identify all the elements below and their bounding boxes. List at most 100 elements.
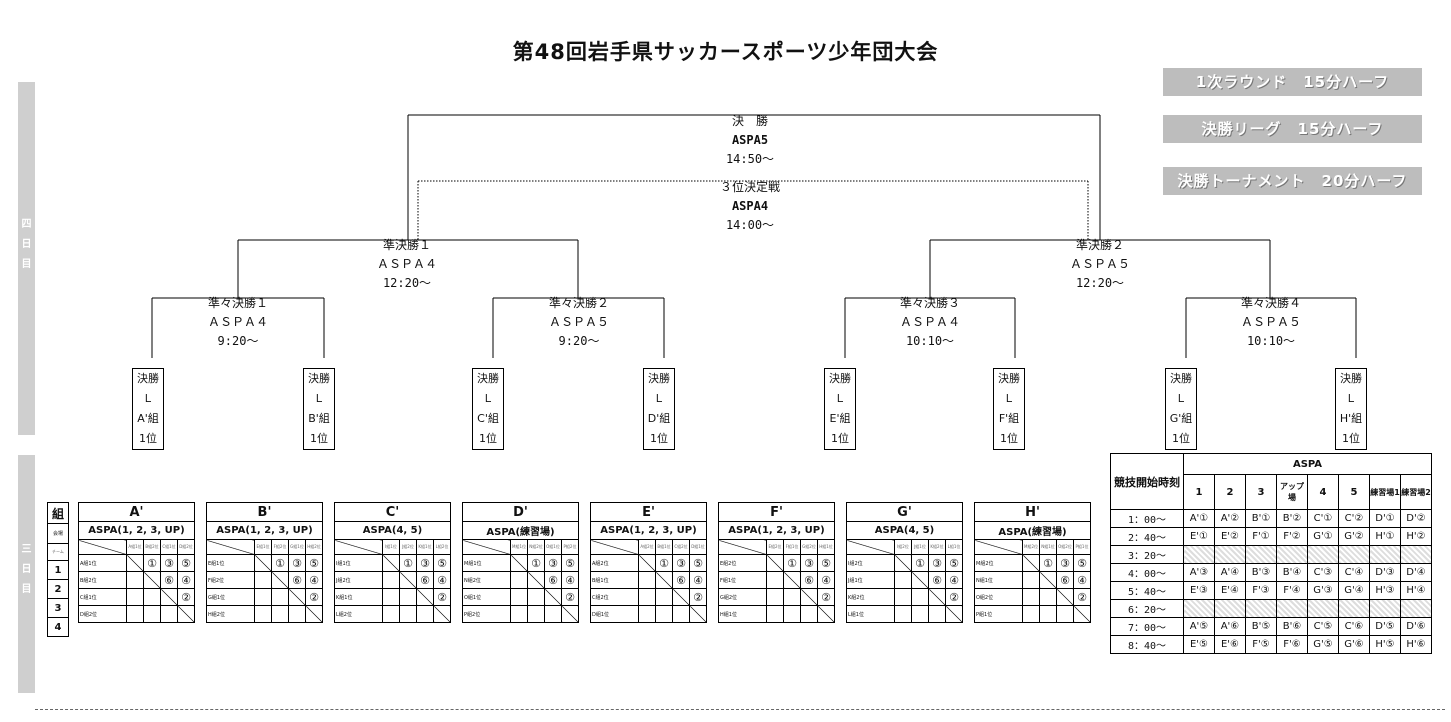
match-mark: ③ — [288, 554, 306, 572]
empty-cell — [399, 588, 417, 606]
header-team: D組2位 — [177, 539, 195, 555]
schedule-cell: F'① — [1245, 527, 1277, 546]
empty-cell — [271, 588, 289, 606]
match-mark: ⑤ — [433, 554, 451, 572]
schedule-col-header: アップ場 — [1276, 474, 1308, 510]
header-team: P組2位 — [561, 539, 579, 555]
qf-venue: ＡＳＰＡ５ — [548, 315, 609, 329]
header-team: L組1位 — [945, 539, 963, 555]
match-mark: ② — [561, 588, 579, 606]
schedule-cell: G'③ — [1307, 581, 1339, 600]
team-name: E組2位 — [718, 554, 767, 572]
diagonal-cell — [1073, 605, 1091, 623]
match-mark: ⑤ — [817, 554, 835, 572]
schedule-cell: C'⑥ — [1338, 617, 1370, 636]
label-venue: 会場 — [47, 523, 69, 544]
team-name: C組1位 — [78, 588, 127, 606]
schedule-time: 7：00～ — [1110, 617, 1184, 636]
match-mark: ④ — [305, 571, 323, 589]
schedule-cell: B'⑥ — [1276, 617, 1308, 636]
schedule-cell: B'① — [1245, 509, 1277, 528]
qf-time: 10:10～ — [905, 334, 955, 348]
schedule-cell: H'⑤ — [1369, 635, 1401, 654]
semi-name: 準決勝１ — [382, 238, 431, 252]
label-team: チーム — [47, 543, 69, 561]
diagonal-cell — [638, 554, 656, 572]
empty-cell — [1056, 605, 1074, 623]
diagonal-cell — [527, 571, 545, 589]
group-venue: ASPA(4, 5) — [846, 521, 963, 540]
corner-cell — [718, 539, 767, 555]
diagonal-cell — [126, 554, 144, 572]
semi-venue: ＡＳＰＡ５ — [1069, 257, 1130, 271]
match-mark: ④ — [689, 571, 707, 589]
team-name: H組1位 — [718, 605, 767, 623]
qf-time: 9:20～ — [558, 334, 600, 348]
team-name: E組1位 — [206, 554, 255, 572]
group-venue: ASPA(1, 2, 3, UP) — [718, 521, 835, 540]
final-match-label: 決 勝 ASPA5 14:50～ — [690, 112, 810, 169]
match-mark: ③ — [800, 554, 818, 572]
leaf-line: 1位 — [479, 432, 497, 445]
match-mark: ② — [817, 588, 835, 606]
empty-cell — [1039, 605, 1057, 623]
leaf-line: C'組 — [477, 412, 499, 425]
schedule-cell: D'④ — [1400, 563, 1432, 582]
diagonal-cell — [655, 571, 673, 589]
label-row-2: 2 — [47, 579, 69, 599]
qf-time: 9:20～ — [217, 334, 259, 348]
team-name: J組1位 — [846, 571, 895, 589]
group-venue: ASPA(1, 2, 3, UP) — [78, 521, 195, 540]
schedule-cell: C'① — [1307, 509, 1339, 528]
match-mark: ② — [433, 588, 451, 606]
match-mark: ④ — [817, 571, 835, 589]
schedule-cell: C'② — [1338, 509, 1370, 528]
empty-cell — [766, 571, 784, 589]
match-mark: ① — [655, 554, 673, 572]
leaf-line: 決勝Ｌ — [477, 372, 499, 405]
schedule-cell: C'④ — [1338, 563, 1370, 582]
schedule-cell: D'② — [1400, 509, 1432, 528]
side-char: 目 — [21, 259, 32, 270]
badge-final-tournament: 決勝トーナメント 20分ハーフ — [1163, 167, 1422, 195]
empty-cell — [382, 571, 400, 589]
schedule-time: 6：20～ — [1110, 599, 1184, 618]
match-mark: ② — [1073, 588, 1091, 606]
group-name: G' — [846, 502, 963, 522]
diagonal-cell — [928, 588, 946, 606]
empty-cell — [527, 605, 545, 623]
schedule-break-cell — [1307, 599, 1339, 618]
match-mark: ④ — [177, 571, 195, 589]
empty-cell — [254, 605, 272, 623]
team-name: J組2位 — [334, 571, 383, 589]
match-mark: ⑥ — [928, 571, 946, 589]
diagonal-cell — [544, 588, 562, 606]
match-mark: ⑤ — [689, 554, 707, 572]
schedule-cell: A'③ — [1183, 563, 1215, 582]
schedule-break-cell — [1338, 545, 1370, 564]
empty-cell — [510, 605, 528, 623]
leaf-line: 1位 — [1342, 432, 1360, 445]
day4-side-bar — [18, 82, 35, 435]
header-team: I組2位 — [894, 539, 912, 555]
side-char: 日 — [21, 564, 32, 575]
schedule-break-cell — [1369, 599, 1401, 618]
header-team: E組2位 — [766, 539, 784, 555]
team-name: K組2位 — [846, 588, 895, 606]
league-row-labels: 組 会場 チーム 1 2 3 4 — [47, 502, 69, 637]
schedule-cell: F'② — [1276, 527, 1308, 546]
match-mark: ② — [305, 588, 323, 606]
header-team: A組2位 — [638, 539, 656, 555]
schedule-time: 5：40～ — [1110, 581, 1184, 600]
leaf-line: A'組 — [137, 412, 159, 425]
empty-cell — [800, 605, 818, 623]
leaf-line: 決勝Ｌ — [308, 372, 330, 405]
schedule-break-cell — [1307, 545, 1339, 564]
schedule-cell: D'③ — [1369, 563, 1401, 582]
diagonal-cell — [766, 554, 784, 572]
group-name: E' — [590, 502, 707, 522]
schedule-cell: E'① — [1183, 527, 1215, 546]
